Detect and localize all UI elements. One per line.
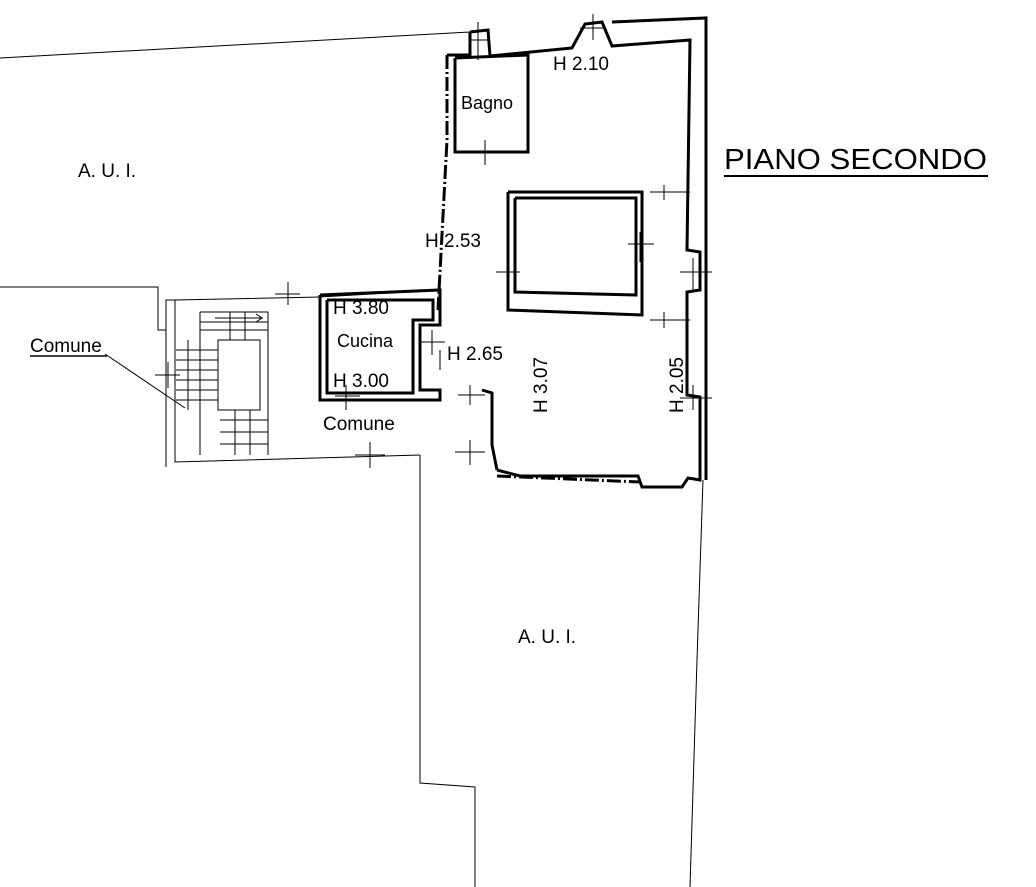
comune-leader-line [104,353,186,409]
height-label-kitchen-bottom: H 3.00 [333,371,389,392]
bathroom-walls [453,53,530,154]
cucina-label: Cucina [337,331,394,351]
height-label-kitchen-top: H 3.80 [333,298,389,319]
stair-arrow [215,313,264,323]
height-label-center: H 2.65 [447,344,503,365]
comune-label-left: Comune [30,336,102,357]
kitchen-walls [318,288,442,402]
outer-wall-south [496,474,641,484]
comune-label-center: Comune [323,414,395,435]
central-room-inner [513,196,638,297]
height-label-top: H 2.10 [553,54,609,75]
kitchen-inner [325,298,435,395]
apartment-walls [318,16,708,489]
aui-label-top: A. U. I. [78,161,136,182]
opening-markers [155,14,712,468]
top-boundary-line [0,31,471,59]
outer-wall-north [469,20,702,489]
stair-treads [176,312,268,455]
aui-label-bottom: A. U. I. [518,627,576,648]
height-label-vertical-right: H 2.05 [667,357,688,413]
plan-title: PIANO SECONDO [724,144,987,176]
outer-wall-northeast [611,16,708,480]
corridor-line [319,289,441,298]
central-room-walls [506,190,644,317]
west-wall-upper [447,32,472,57]
bottom-aui-outline [419,455,476,887]
height-label-left: H 2.53 [425,231,481,252]
corridor-wall [481,388,499,471]
stair-landing-outline [174,296,321,301]
right-aui-outline [689,479,704,887]
stair-well [217,339,261,411]
stair-inner-outline [200,311,269,455]
height-label-vertical-center: H 3.07 [531,357,552,413]
left-boundary-line [0,286,167,467]
bagno-label: Bagno [461,93,513,113]
outer-wall-west [436,55,449,311]
